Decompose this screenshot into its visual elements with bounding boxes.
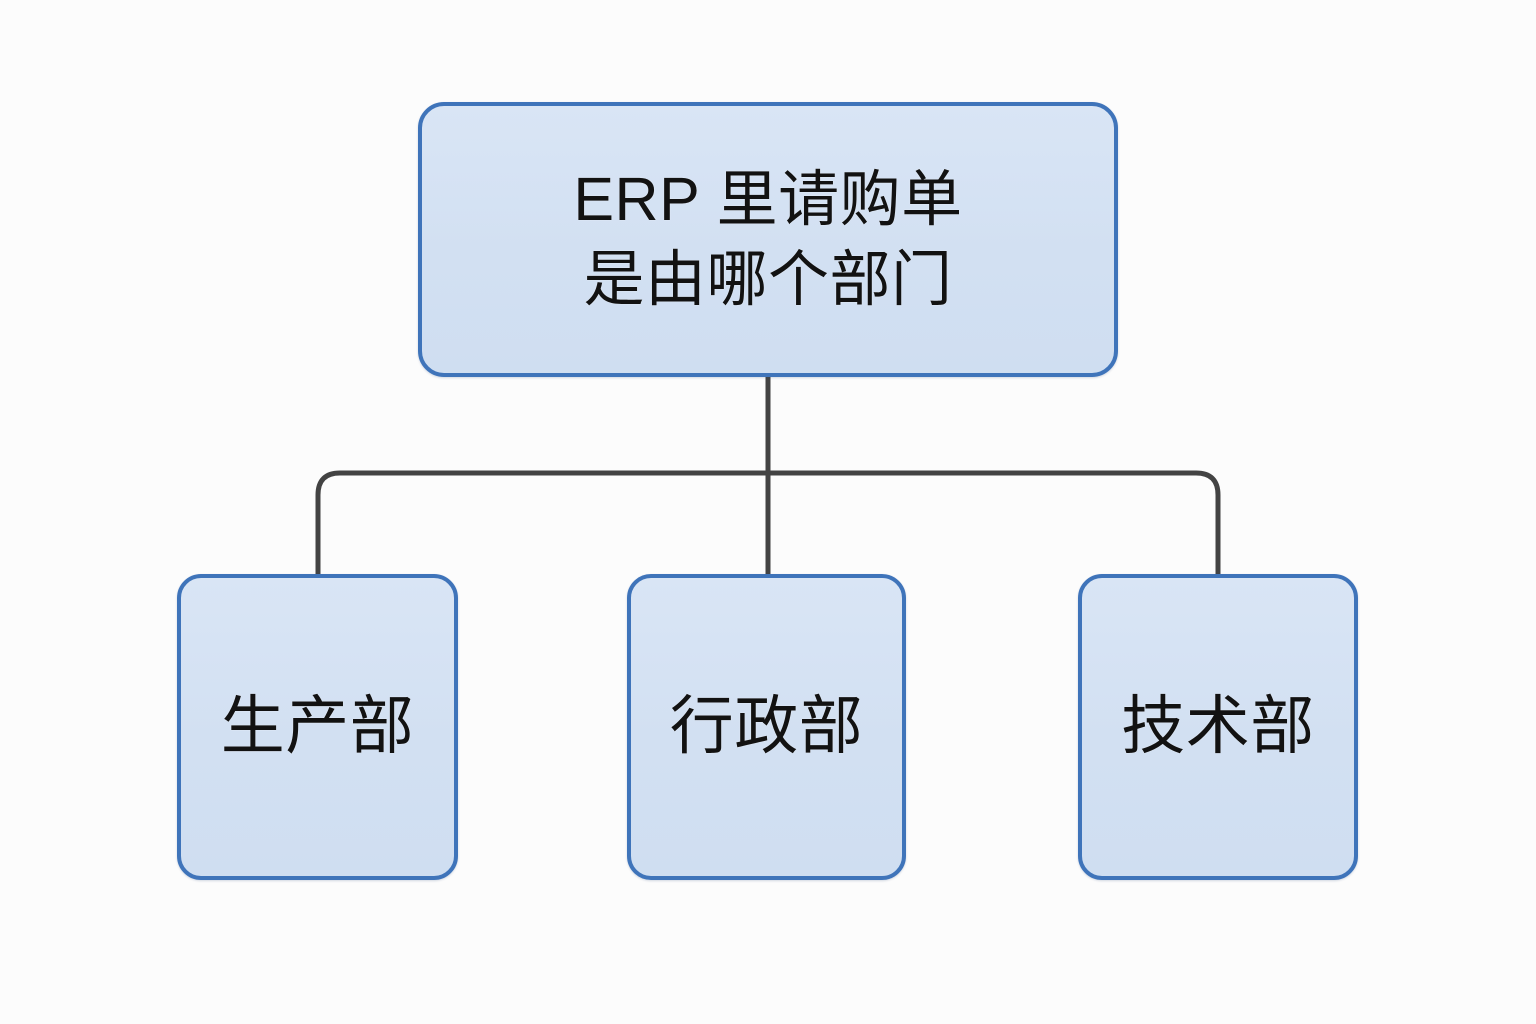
- connector-bus-left: [315, 470, 768, 574]
- node-child-administration-label: 行政部: [669, 690, 864, 763]
- node-child-administration[interactable]: 行政部: [627, 574, 906, 880]
- node-root-label-line2: 是由哪个部门: [583, 244, 953, 313]
- node-child-production-label: 生产部: [220, 690, 415, 763]
- node-child-technology-label: 技术部: [1121, 690, 1315, 763]
- node-root-label-line1: ERP 里请购单: [573, 165, 963, 234]
- node-child-technology[interactable]: 技术部: [1078, 574, 1358, 880]
- node-root[interactable]: ERP 里请购单 是由哪个部门: [418, 102, 1118, 377]
- connector-bus-right: [768, 470, 1221, 574]
- node-child-production[interactable]: 生产部: [177, 574, 458, 880]
